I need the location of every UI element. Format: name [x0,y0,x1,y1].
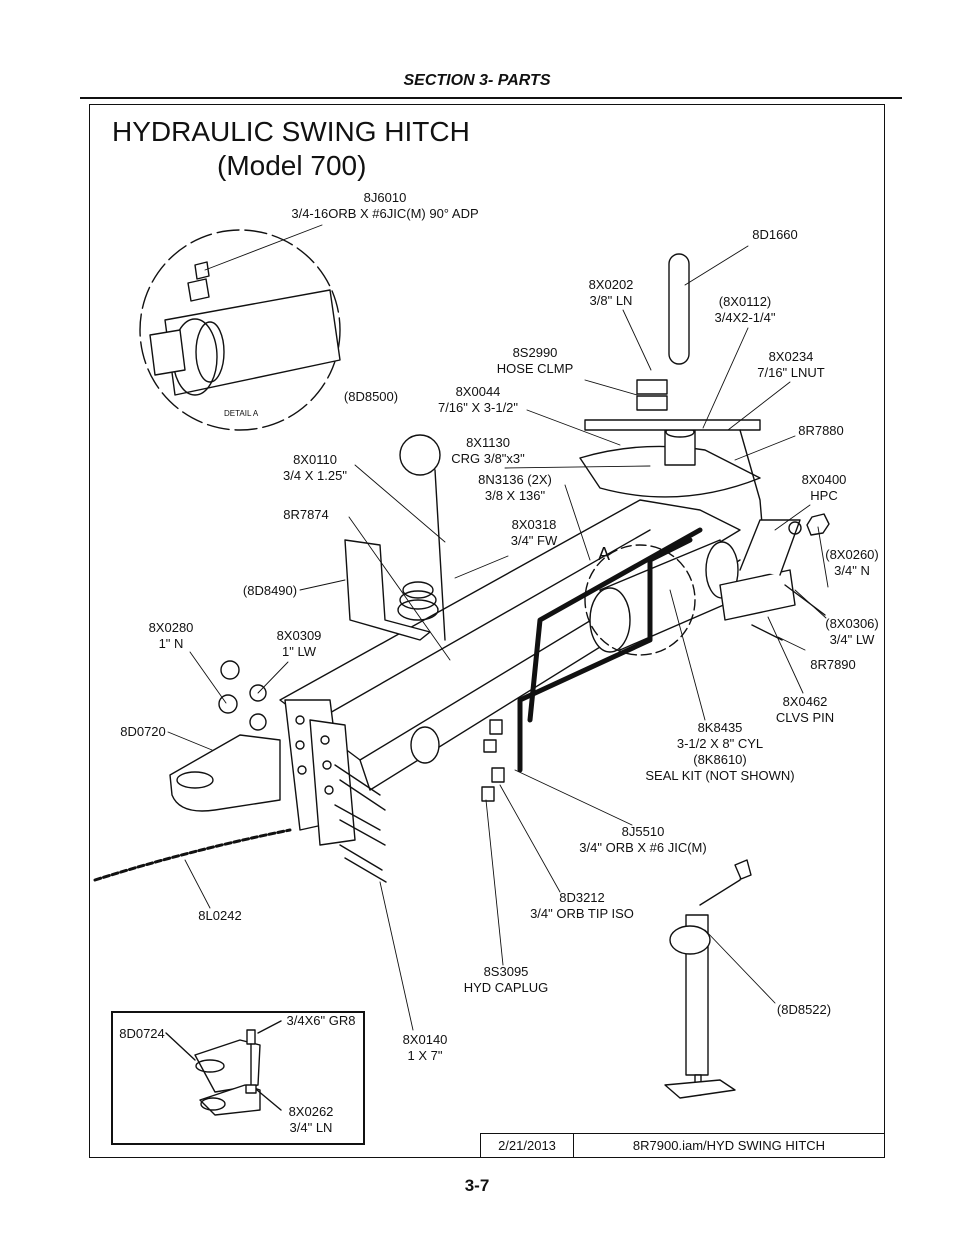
drawing-frame [89,104,885,1158]
callout-8J6010: 8J6010 3/4-16ORB X #6JIC(M) 90° ADP [291,190,479,221]
callout-8X0462: 8X0462 CLVS PIN [775,694,835,725]
callout-8D0720: 8D0720 [120,724,166,739]
callout-8K8435: 8K8435 3-1/2 X 8" CYL (8K8610) SEAL KIT … [645,720,795,783]
callout-8D8500: (8D8500) [343,389,399,404]
callout-8D3212: 8D3212 3/4" ORB TIP ISO [530,890,634,921]
callout-8X0400: 8X0400 HPC [801,472,847,503]
detail-a-circle [139,229,341,431]
callout-8R7890: 8R7890 [810,657,856,672]
callout-8X0140: 8X0140 1 X 7" [402,1032,448,1063]
callout-8X1130: 8X1130 CRG 3/8"x3" [451,435,525,466]
inset-box [111,1011,365,1145]
header-rule [80,97,902,99]
callout-8D8490: (8D8490) [242,583,298,598]
inset-bolt-label: 3/4X6" GR8 [286,1013,356,1028]
callout-8R7874: 8R7874 [283,507,329,522]
callout-8S3095: 8S3095 HYD CAPLUG [463,964,549,995]
callout-8X0280: 8X0280 1" N [148,620,194,651]
callout-8X0202: 8X0202 3/8" LN [588,277,634,308]
callout-8D8522: (8D8522) [776,1002,832,1017]
callout-8X0234: 8X0234 7/16" LNUT [757,349,825,380]
callout-8X0110: 8X0110 3/4 X 1.25" [283,452,347,483]
title-block-date: 2/21/2013 [481,1134,574,1158]
inset-nut-label: 8X0262 3/4" LN [288,1104,334,1135]
drawing-title: HYDRAULIC SWING HITCH [112,116,470,147]
callout-8J5510: 8J5510 3/4" ORB X #6 JIC(M) [579,824,707,855]
callout-8X0112: (8X0112) 3/4X2-1/4" [714,294,776,325]
inset-part-label: 8D0724 [119,1026,165,1041]
callout-8X0260: (8X0260) 3/4" N [825,547,879,578]
callout-8D1660: 8D1660 [752,227,798,242]
detail-a-callout: A [598,544,611,564]
callout-8X0309: 8X0309 1" LW [276,628,322,659]
title-block: 2/21/2013 8R7900.iam/HYD SWING HITCH [480,1133,884,1158]
callout-8S2990: 8S2990 HOSE CLMP [496,345,574,376]
page-number: 3-7 [464,1176,490,1195]
callout-8X0318: 8X0318 3/4" FW [510,517,558,548]
section-header: SECTION 3- PARTS [403,72,551,89]
callout-8N3136: 8N3136 (2X) 3/8 X 136" [478,472,552,503]
callout-8L0242: 8L0242 [198,908,242,923]
callout-8X0044: 8X0044 7/16" X 3-1/2" [437,384,519,415]
detail-a-label: DETAIL A [224,409,259,418]
title-block-file: 8R7900.iam/HYD SWING HITCH [632,1138,826,1153]
drawing-subtitle: (Model 700) [217,150,367,181]
callout-8X0306: (8X0306) 3/4" LW [825,616,879,647]
callout-8R7880: 8R7880 [798,423,844,438]
